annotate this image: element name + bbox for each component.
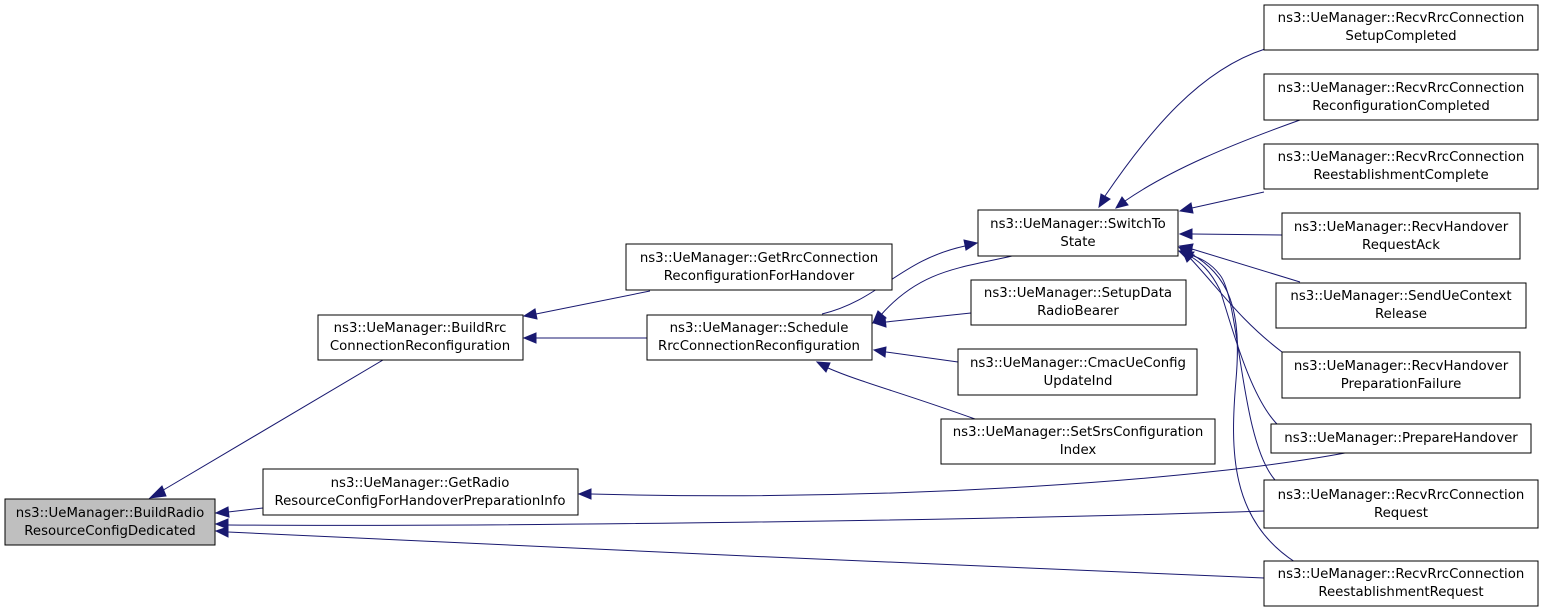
edge-arrowhead <box>1178 202 1194 214</box>
node-label-line1: ns3::UeManager::SwitchTo <box>990 217 1166 232</box>
node-label-line1: ns3::UeManager::RecvRrcConnection <box>1278 11 1525 26</box>
node-label-line2: ResourceConfigDedicated <box>24 524 196 539</box>
edge-getrrcho-to-buildrrc <box>535 290 651 315</box>
node-send-ue-context-release[interactable]: ns3::UeManager::SendUeContext Release <box>1275 282 1527 329</box>
node-recv-rrc-connection-reconfiguration-completed[interactable]: ns3::UeManager::RecvRrcConnection Reconf… <box>1263 73 1539 121</box>
edge-connrequest-to-switchstate <box>1187 253 1276 481</box>
node-label-line2: SetupCompleted <box>1345 29 1456 44</box>
node-recv-rrc-connection-request[interactable]: ns3::UeManager::RecvRrcConnection Reques… <box>1263 479 1539 529</box>
node-label-line1: ns3::UeManager::RecvHandover <box>1294 220 1509 235</box>
node-label-line1: ns3::UeManager::RecvRrcConnection <box>1278 488 1525 503</box>
node-label-line2: Index <box>1060 443 1097 458</box>
node-switch-to-state[interactable]: ns3::UeManager::SwitchTo State <box>977 209 1179 257</box>
node-label-line2: RequestAck <box>1362 238 1440 253</box>
edge-cmac-to-schedule <box>885 351 959 363</box>
edge-arrowhead <box>872 316 887 328</box>
edge-buildrrc-to-buildradio <box>159 359 384 493</box>
node-set-srs-configuration-index[interactable]: ns3::UeManager::SetSrsConfiguration Inde… <box>940 418 1216 465</box>
node-recv-rrc-connection-setup-completed[interactable]: ns3::UeManager::RecvRrcConnection SetupC… <box>1263 4 1539 51</box>
node-label-line2: ReestablishmentComplete <box>1313 168 1488 183</box>
edge-arrowhead <box>1115 196 1129 209</box>
node-label-line1: ns3::UeManager::CmacUeConfig <box>970 356 1186 371</box>
node-label-line2: ConnectionReconfiguration <box>330 339 510 354</box>
node-label-line1: ns3::UeManager::PrepareHandover <box>1284 431 1518 446</box>
edges <box>148 48 1346 579</box>
edge-arrowhead <box>214 506 230 518</box>
edge-arrowhead <box>577 488 592 500</box>
node-schedule-rrc-connection-reconfiguration[interactable]: ns3::UeManager::Schedule RrcConnectionRe… <box>646 314 873 361</box>
edge-arrowhead <box>522 308 538 320</box>
edge-setupdrb-to-schedule <box>885 312 972 323</box>
edge-arrowhead <box>1177 246 1193 258</box>
node-label-line1: ns3::UeManager::RecvRrcConnection <box>1278 567 1525 582</box>
node-label-line2: ResourceConfigForHandoverPreparationInfo <box>274 494 565 509</box>
node-recv-handover-preparation-failure[interactable]: ns3::UeManager::RecvHandover Preparation… <box>1281 351 1521 399</box>
node-label-line2: PreparationFailure <box>1341 377 1462 392</box>
node-cmac-ue-config-update-ind[interactable]: ns3::UeManager::CmacUeConfig UpdateInd <box>957 348 1198 396</box>
edge-getradio-to-buildradio <box>227 507 264 513</box>
node-label-line1: ns3::UeManager::GetRrcConnection <box>640 251 878 266</box>
node-label-line1: ns3::UeManager::RecvRrcConnection <box>1278 81 1525 96</box>
node-label-line2: ReestablishmentRequest <box>1318 585 1483 600</box>
node-setup-data-radio-bearer[interactable]: ns3::UeManager::SetupData RadioBearer <box>970 279 1187 326</box>
node-label-line2: UpdateInd <box>1044 374 1113 389</box>
edge-arrowhead <box>214 526 229 538</box>
edge-hoprepfail-to-switchstate <box>1189 257 1283 353</box>
edge-reconfcompleted-to-switchstate <box>1124 119 1301 202</box>
nodes: ns3::UeManager::BuildRadio ResourceConfi… <box>4 4 1539 607</box>
edge-arrowhead <box>815 361 831 373</box>
node-label-line1: ns3::UeManager::SetupData <box>984 286 1172 301</box>
node-label-line1: ns3::UeManager::BuildRrc <box>334 321 507 336</box>
edge-arrowhead <box>1098 193 1111 209</box>
node-prepare-handover[interactable]: ns3::UeManager::PrepareHandover <box>1270 423 1532 454</box>
node-label-line2: Release <box>1375 307 1427 322</box>
node-label-line1: ns3::UeManager::RecvHandover <box>1294 359 1509 374</box>
edge-setsrs-to-schedule <box>827 367 976 420</box>
edge-preparehandover-to-switchstate <box>1189 255 1281 428</box>
node-recv-rrc-connection-reestablishment-complete[interactable]: ns3::UeManager::RecvRrcConnection Reesta… <box>1263 143 1539 190</box>
edge-arrowhead <box>522 332 537 344</box>
edge-setupcompleted-to-switchstate <box>1104 48 1266 197</box>
node-recv-handover-request-ack[interactable]: ns3::UeManager::RecvHandover RequestAck <box>1281 212 1521 260</box>
edge-arrowhead <box>872 346 887 358</box>
edge-arrowhead <box>148 485 167 499</box>
node-label-line2: RadioBearer <box>1037 304 1119 319</box>
node-label-line1: ns3::UeManager::SendUeContext <box>1290 289 1511 304</box>
node-label-line1: ns3::UeManager::BuildRadio <box>16 506 204 521</box>
edge-switchstate-to-schedule <box>879 255 1013 317</box>
node-label-line2: Request <box>1374 506 1428 521</box>
edge-ctxrelease-to-switchstate <box>1191 248 1301 283</box>
edge-recvconnreq-to-buildradio <box>227 510 1265 526</box>
edge-reestrequest-to-switchstate <box>1187 251 1296 563</box>
edge-hoack-to-switchstate <box>1191 233 1283 236</box>
edge-preparehandover-to-getradio <box>590 452 1346 497</box>
node-build-rrc-connection-reconfiguration[interactable]: ns3::UeManager::BuildRrc ConnectionRecon… <box>317 314 524 361</box>
node-recv-rrc-connection-reestablishment-request[interactable]: ns3::UeManager::RecvRrcConnection Reesta… <box>1263 560 1539 607</box>
node-label-line2: ReconfigurationCompleted <box>1312 99 1490 114</box>
edge-arrowhead <box>963 239 979 251</box>
edge-reestcomplete-to-switchstate <box>1191 191 1265 209</box>
edge-arrowhead <box>214 518 229 530</box>
node-label-line1: ns3::UeManager::RecvRrcConnection <box>1278 150 1525 165</box>
edge-arrowhead <box>1178 228 1193 240</box>
node-label-line2: RrcConnectionReconfiguration <box>658 339 860 354</box>
node-label-line2: ReconfigurationForHandover <box>664 269 855 284</box>
edge-recvreestreq-to-buildradio <box>227 531 1265 579</box>
node-label-line2: State <box>1060 235 1095 250</box>
node-build-radio-resource-config-dedicated[interactable]: ns3::UeManager::BuildRadio ResourceConfi… <box>4 498 216 546</box>
node-get-radio-resource-config-for-handover[interactable]: ns3::UeManager::GetRadio ResourceConfigF… <box>262 468 579 516</box>
node-get-rrc-connection-reconfiguration-for-handover[interactable]: ns3::UeManager::GetRrcConnection Reconfi… <box>625 243 893 291</box>
node-label-line1: ns3::UeManager::Schedule <box>670 321 849 336</box>
node-label-line1: ns3::UeManager::GetRadio <box>331 476 510 491</box>
node-label-line1: ns3::UeManager::SetSrsConfiguration <box>953 425 1204 440</box>
